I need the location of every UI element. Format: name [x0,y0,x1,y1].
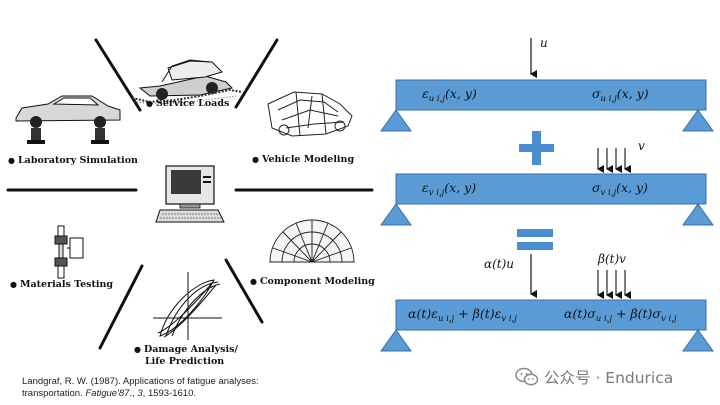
load-v-arrows [597,148,631,173]
beam-1 [380,38,714,132]
divider-line [98,264,144,350]
damage-analysis-label: ●Damage Analysis/ [134,344,238,355]
hysteresis-loop-plot [153,272,222,340]
beam-1-strain-label: εu i,j(x, y) [422,86,477,104]
load-beta-v-label: β(t)v [598,252,626,266]
computer-terminal-icon [155,165,225,223]
beam-2-strain-label: εv i,j(x, y) [422,180,477,198]
laboratory-simulation-car-illustration [15,95,121,144]
load-u-label: u [540,36,548,50]
beam-2-bar [395,173,707,205]
divider-line [224,258,264,324]
beam-2 [380,148,714,226]
beam-3-strain-combination-label: α(t)εu i,j + β(t)εv i,j [408,306,517,324]
watermark-text: 公众号 · Endurica [544,369,674,387]
plus-symbol [519,131,554,165]
beam-3-left-support [380,329,412,352]
service-loads-label: ●Service Loads [146,98,230,109]
materials-testing-label: ●Materials Testing [10,279,114,290]
beam-1-left-support [380,109,412,132]
beam-3 [380,254,714,352]
load-beta-v-arrows [597,270,631,299]
beam-2-left-support [380,203,412,226]
laboratory-simulation-label: ●Laboratory Simulation [8,155,138,166]
load-v-label: v [638,139,645,153]
citation-line-2: transportation. Fatigue'87., 3, 1593-161… [22,388,197,399]
materials-testing-illustration [54,225,84,279]
life-prediction-label: Life Prediction [145,356,225,367]
equals-symbol [517,229,553,250]
beam-3-right-support [682,329,714,352]
wechat-watermark: 公众号 · Endurica [515,366,673,388]
load-alpha-u-label: α(t)u [484,257,515,271]
divider-line [234,38,279,109]
beam-3-bar [395,299,707,331]
beam-2-right-support [682,203,714,226]
beam-1-right-support [682,109,714,132]
beam-1-stress-label: σu i,j(x, y) [592,86,649,104]
beam-1-bar [395,79,707,111]
component-modeling-illustration [269,219,355,263]
component-modeling-label: ●Component Modeling [250,276,375,287]
vehicle-modeling-illustration [267,91,353,137]
citation: Landgraf, R. W. (1987). Applications of … [22,376,259,400]
wechat-icon [515,367,539,386]
vehicle-modeling-label: ●Vehicle Modeling [252,154,355,165]
beam-2-stress-label: σv i,j(x, y) [592,180,648,198]
citation-line-1: Landgraf, R. W. (1987). Applications of … [22,376,259,387]
service-loads-car-illustration [131,59,243,105]
beam-3-stress-combination-label: α(t)σu i,j + β(t)σv i,j [564,306,677,324]
